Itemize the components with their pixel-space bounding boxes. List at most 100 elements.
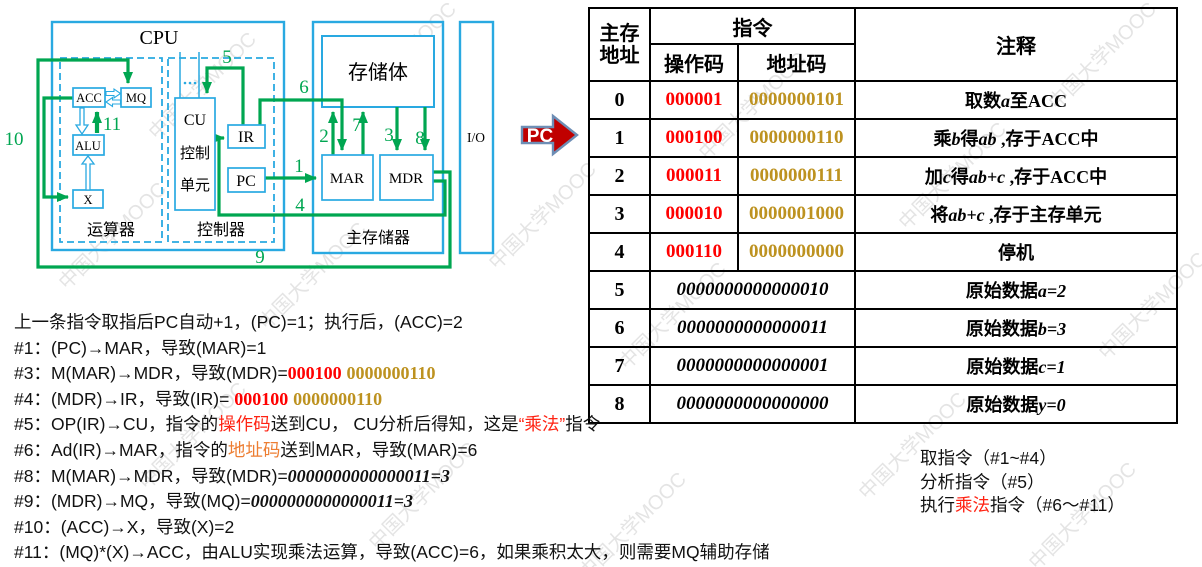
alu-box (72, 134, 105, 156)
arithmetic-unit-box (59, 57, 163, 243)
ir-label: IR (238, 129, 254, 146)
note-line-step4: #4：(MDR)→IR，导致(IR)= 000100 0000000110 (14, 388, 383, 409)
step-2-label: 2 (319, 126, 329, 147)
note-line-step1: #1：(PC)→MAR，导致(MAR)=1 (14, 337, 267, 358)
note-line-step10: #10：(ACC)→X，导致(X)=2 (14, 516, 235, 537)
mar-label: MAR (330, 171, 364, 187)
note-line-step6: #6：Ad(IR)→MAR，指令的地址码送到MAR，导致(MAR)=6 (14, 439, 478, 460)
path-6-ir-to-mar (258, 98, 347, 151)
cell-address: 0 (588, 80, 651, 120)
ellipsis-dot (188, 81, 192, 85)
summary-decode: 分析指令（#5） (920, 471, 1045, 492)
summary-fetch: 取指令（#1~#4） (920, 448, 1057, 468)
cell-comment: 乘b得ab ,存于ACC中 (854, 118, 1178, 158)
cell-address-code: 0000001000 (737, 194, 856, 234)
table-row: 4 000110 0000000000 停机 (588, 232, 1178, 272)
cell-opcode: 000100 (649, 118, 739, 158)
header-main-memory-address: 主存 地址 (588, 7, 651, 82)
ellipsis-dot (193, 81, 197, 85)
cell-data-word: 0000000000000001 (649, 346, 856, 386)
table-row: 3 000010 0000001000 将ab+c ,存于主存单元 (588, 194, 1178, 234)
cpu-label: CPU (140, 27, 179, 49)
pc-pointer-arrow: PC (520, 113, 579, 157)
table-row: 1 000100 0000000110 乘b得ab ,存于ACC中 (588, 118, 1178, 158)
ir-register-box (227, 124, 266, 149)
cell-address: 8 (588, 384, 651, 424)
x-to-alu-arrow-icon (80, 154, 96, 191)
cell-opcode: 000110 (649, 232, 739, 272)
io-label: I/O (467, 130, 485, 145)
cell-comment: 原始数据c=1 (854, 346, 1178, 386)
table-row: 8 0000000000000000 原始数据y=0 (588, 384, 1178, 424)
x-register-label: X (83, 193, 92, 207)
cell-comment: 原始数据b=3 (854, 308, 1178, 348)
control-unit-label: 控制器 (197, 221, 245, 239)
io-box (458, 20, 495, 255)
cell-address: 6 (588, 308, 651, 348)
main-memory-box (311, 20, 445, 255)
acc-register-box (72, 87, 106, 108)
cell-data-word: 0000000000000010 (649, 270, 856, 310)
header-instruction: 指令 (649, 7, 856, 45)
pc-label: PC (236, 173, 256, 190)
step-9-label: 9 (255, 247, 265, 268)
alu-label: ALU (75, 139, 101, 153)
note-line-step11: #11：(MQ)*(X)→ACC，由ALU实现乘法运算，导致(ACC)=6，如果… (14, 542, 770, 563)
table-row: 5 0000000000000010 原始数据a=2 (588, 270, 1178, 310)
step-6-label: 6 (299, 77, 309, 98)
ellipsis-dot (183, 81, 187, 85)
path-4-mdr-to-ir (213, 133, 447, 217)
cell-address: 4 (588, 232, 651, 272)
mdr-label: MDR (389, 171, 423, 187)
execution-notes: 上一条指令取指后PC自动+1，(PC)=1；执行后，(ACC)=2 #1：(PC… (14, 310, 770, 566)
cell-comment: 停机 (854, 232, 1178, 272)
memory-table: 主存 地址 指令 注释 操作码 地址码 0 000001 0000000101 … (588, 7, 1178, 424)
cell-address-code: 0000000111 (737, 156, 856, 196)
pc-register-box (227, 167, 266, 193)
control-unit-box (167, 57, 275, 243)
cu-label-2: 控制 (180, 145, 210, 162)
cell-comment: 原始数据y=0 (854, 384, 1178, 424)
cell-address-code: 0000000000 (737, 232, 856, 272)
cpu-architecture-diagram: CPU 存储体 I/O ACC MQ ALU X (5, 20, 495, 269)
cell-comment: 取数a至ACC (854, 80, 1178, 120)
table-row: 6 0000000000000011 原始数据b=3 (588, 308, 1178, 348)
step-3-label: 3 (384, 125, 394, 146)
right-arrow-icon (520, 113, 579, 157)
step-8-label: 8 (415, 128, 425, 149)
storage-body-box (321, 35, 435, 108)
cell-address-code: 0000000110 (737, 118, 856, 158)
cell-comment: 原始数据a=2 (854, 270, 1178, 310)
cu-box (174, 97, 216, 211)
note-line-step9: #9：(MDR)→MQ，导致(MQ)=0000000000000011=3 (14, 491, 413, 512)
step-4-label: 4 (295, 195, 305, 216)
cell-opcode: 000011 (649, 156, 739, 196)
cell-address: 7 (588, 346, 651, 386)
storage-body-label: 存储体 (348, 61, 408, 84)
cell-address: 2 (588, 156, 651, 196)
header-opcode: 操作码 (649, 43, 739, 82)
table-subheader-row: 操作码 地址码 (589, 43, 1177, 82)
summary-execute: 执行乘法指令（#6～#11） (920, 495, 1125, 515)
acc-to-mq-arrow-icon (105, 87, 122, 100)
mq-register-box (120, 87, 152, 108)
mq-to-acc-arrow-icon (105, 96, 122, 108)
main-memory-label: 主存储器 (346, 229, 410, 247)
table-row: 2 000011 0000000111 加c得ab+c ,存于ACC中 (588, 156, 1178, 196)
cell-opcode: 000010 (649, 194, 739, 234)
cell-data-word: 0000000000000000 (649, 384, 856, 424)
acc-to-alu-arrow-icon (74, 107, 90, 136)
cell-comment: 将ab+c ,存于主存单元 (854, 194, 1178, 234)
cell-data-word: 0000000000000011 (649, 308, 856, 348)
step-10-label: 10 (5, 129, 24, 150)
cu-label-3: 单元 (180, 177, 210, 194)
table-header-row: 主存 地址 指令 注释 (588, 7, 1178, 82)
table-row: 0 000001 0000000101 取数a至ACC (588, 80, 1178, 120)
step-11-label: 11 (103, 114, 121, 135)
arithmetic-unit-label: 运算器 (87, 220, 135, 239)
mar-register-box (321, 154, 374, 201)
table-row: 7 0000000000000001 原始数据c=1 (588, 346, 1178, 386)
step-7-label: 7 (352, 115, 362, 136)
path-5-ir-to-cu (202, 66, 245, 125)
